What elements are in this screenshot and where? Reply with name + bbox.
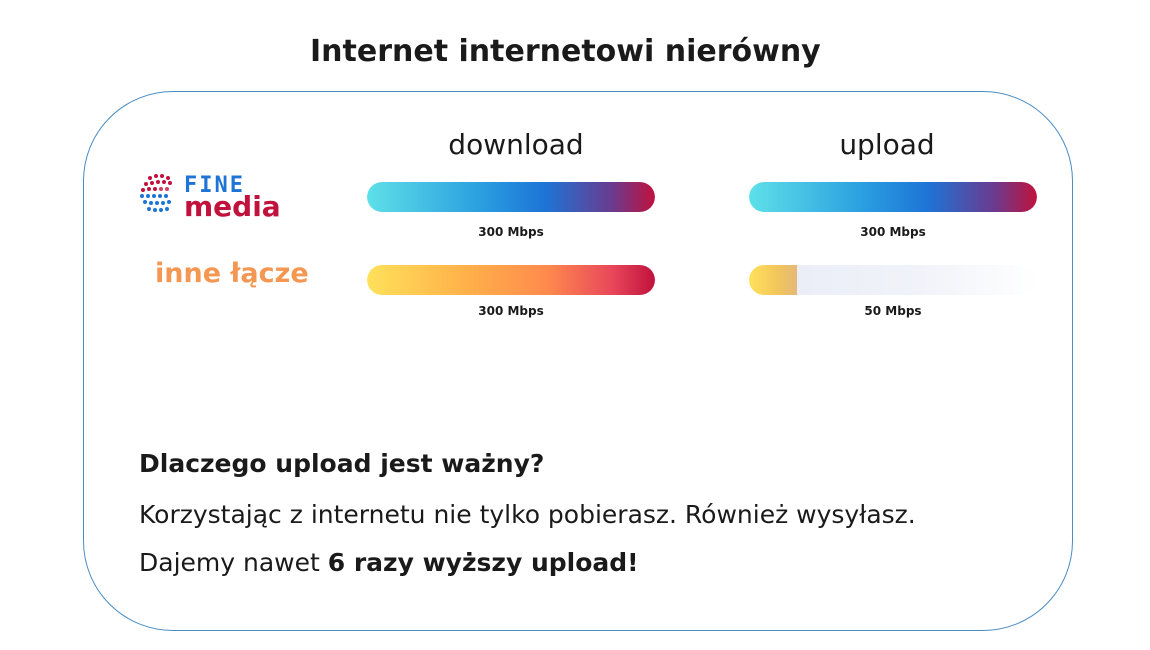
other-provider-label: inne łącze [155, 258, 309, 289]
finemedia-upload-fill [749, 182, 1037, 212]
finemedia-download-fill [367, 182, 655, 212]
download-column-header: download [448, 128, 584, 161]
finemedia-upload-speed: 300 Mbps [860, 225, 926, 239]
finemedia-upload-bar [749, 182, 1037, 212]
page-title: Internet internetowi nierówny [310, 34, 821, 69]
comparison-panel [83, 91, 1073, 631]
other-upload-fill [749, 265, 797, 295]
other-download-bar [367, 265, 655, 295]
info-line-2-prefix: Dajemy nawet [139, 548, 328, 577]
logo-word-media: media [184, 190, 281, 220]
globe-icon [140, 174, 172, 212]
finemedia-download-speed: 300 Mbps [478, 225, 544, 239]
upload-question-heading: Dlaczego upload jest ważny? [139, 449, 545, 478]
other-download-fill [367, 265, 655, 295]
info-line-2-highlight: 6 razy wyższy upload! [327, 548, 639, 577]
info-line-2: Dajemy nawet 6 razy wyższy upload! [139, 548, 639, 577]
finemedia-download-bar [367, 182, 655, 212]
other-download-speed: 300 Mbps [478, 304, 544, 318]
upload-column-header: upload [839, 128, 935, 161]
finemedia-logo-graphic: FINE media [140, 173, 281, 223]
finemedia-logo: FINE media [138, 170, 323, 223]
logo-word-fine: FINE [184, 173, 245, 198]
info-line-1: Korzystając z internetu nie tylko pobier… [139, 500, 916, 529]
other-upload-speed: 50 Mbps [864, 304, 922, 318]
other-upload-bar [749, 265, 1037, 295]
